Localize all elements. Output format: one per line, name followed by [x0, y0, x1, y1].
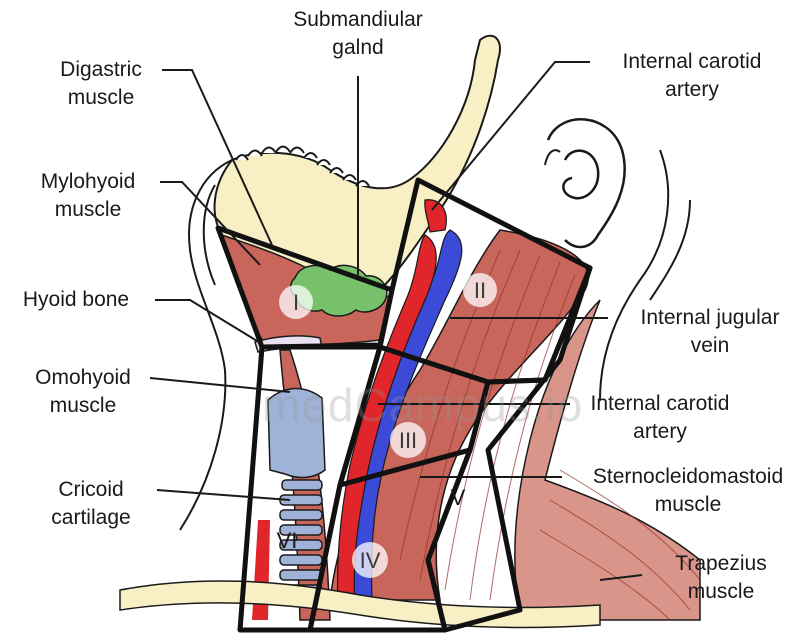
label-submandibular-gland-line-2: galnd [268, 34, 448, 62]
level-VI-label: VI [277, 528, 298, 553]
neck-outline-left-inner [204, 185, 215, 285]
level-V-label: V [451, 485, 466, 510]
label-sternocleidomastoid-line-1: Sternocleidomastoid [566, 463, 810, 491]
label-submandibular-gland-line-1: Submandiular [268, 6, 448, 34]
label-cricoid-line-2: cartilage [24, 504, 158, 532]
label-mylohyoid-line-2: muscle [18, 196, 158, 224]
label-hyoid-line-1: Hyoid bone [0, 286, 152, 314]
label-trapezius-line-1: Trapezius [646, 550, 796, 578]
level-IV-label: IV [360, 548, 381, 573]
label-mylohyoid-line-1: Mylohyoid [18, 168, 158, 196]
ear-shape [548, 119, 625, 247]
label-sternocleidomastoid-line-2: muscle [566, 491, 810, 519]
label-internal-carotid-top-line-1: Internal carotid [592, 48, 792, 76]
label-digastric-line-2: muscle [38, 84, 164, 112]
level-II-label: II [474, 278, 486, 303]
label-internal-jugular-line-2: vein [612, 332, 808, 360]
label-omohyoid-line-2: muscle [14, 392, 152, 420]
label-internal-carotid-top-line-2: artery [592, 76, 792, 104]
label-cricoid-cartilage: Cricoid cartilage [24, 476, 158, 532]
label-internal-carotid-mid-line-2: artery [560, 418, 760, 446]
label-omohyoid-muscle: Omohyoid muscle [14, 364, 152, 420]
level-I-label: I [293, 290, 299, 315]
label-internal-jugular-line-1: Internal jugular [612, 304, 808, 332]
label-sternocleidomastoid-muscle: Sternocleidomastoid muscle [566, 463, 810, 519]
label-cricoid-line-1: Cricoid [24, 476, 158, 504]
label-internal-carotid-artery-mid: Internal carotid artery [560, 390, 760, 446]
label-digastric-muscle: Digastric muscle [38, 56, 164, 112]
label-omohyoid-line-1: Omohyoid [14, 364, 152, 392]
label-internal-carotid-mid-line-1: Internal carotid [560, 390, 760, 418]
leader-cricoid [157, 490, 290, 500]
label-submandibular-gland: Submandiular galnd [268, 6, 448, 62]
label-internal-carotid-artery-top: Internal carotid artery [592, 48, 792, 104]
watermark: medCampus.io [262, 378, 583, 432]
label-internal-jugular-vein: Internal jugular vein [612, 304, 808, 360]
label-digastric-line-1: Digastric [38, 56, 164, 84]
back-of-neck-outline-outer [650, 200, 690, 300]
label-mylohyoid-muscle: Mylohyoid muscle [18, 168, 158, 224]
label-trapezius-muscle: Trapezius muscle [646, 550, 796, 606]
label-hyoid-bone: Hyoid bone [0, 286, 152, 314]
label-trapezius-line-2: muscle [646, 578, 796, 606]
